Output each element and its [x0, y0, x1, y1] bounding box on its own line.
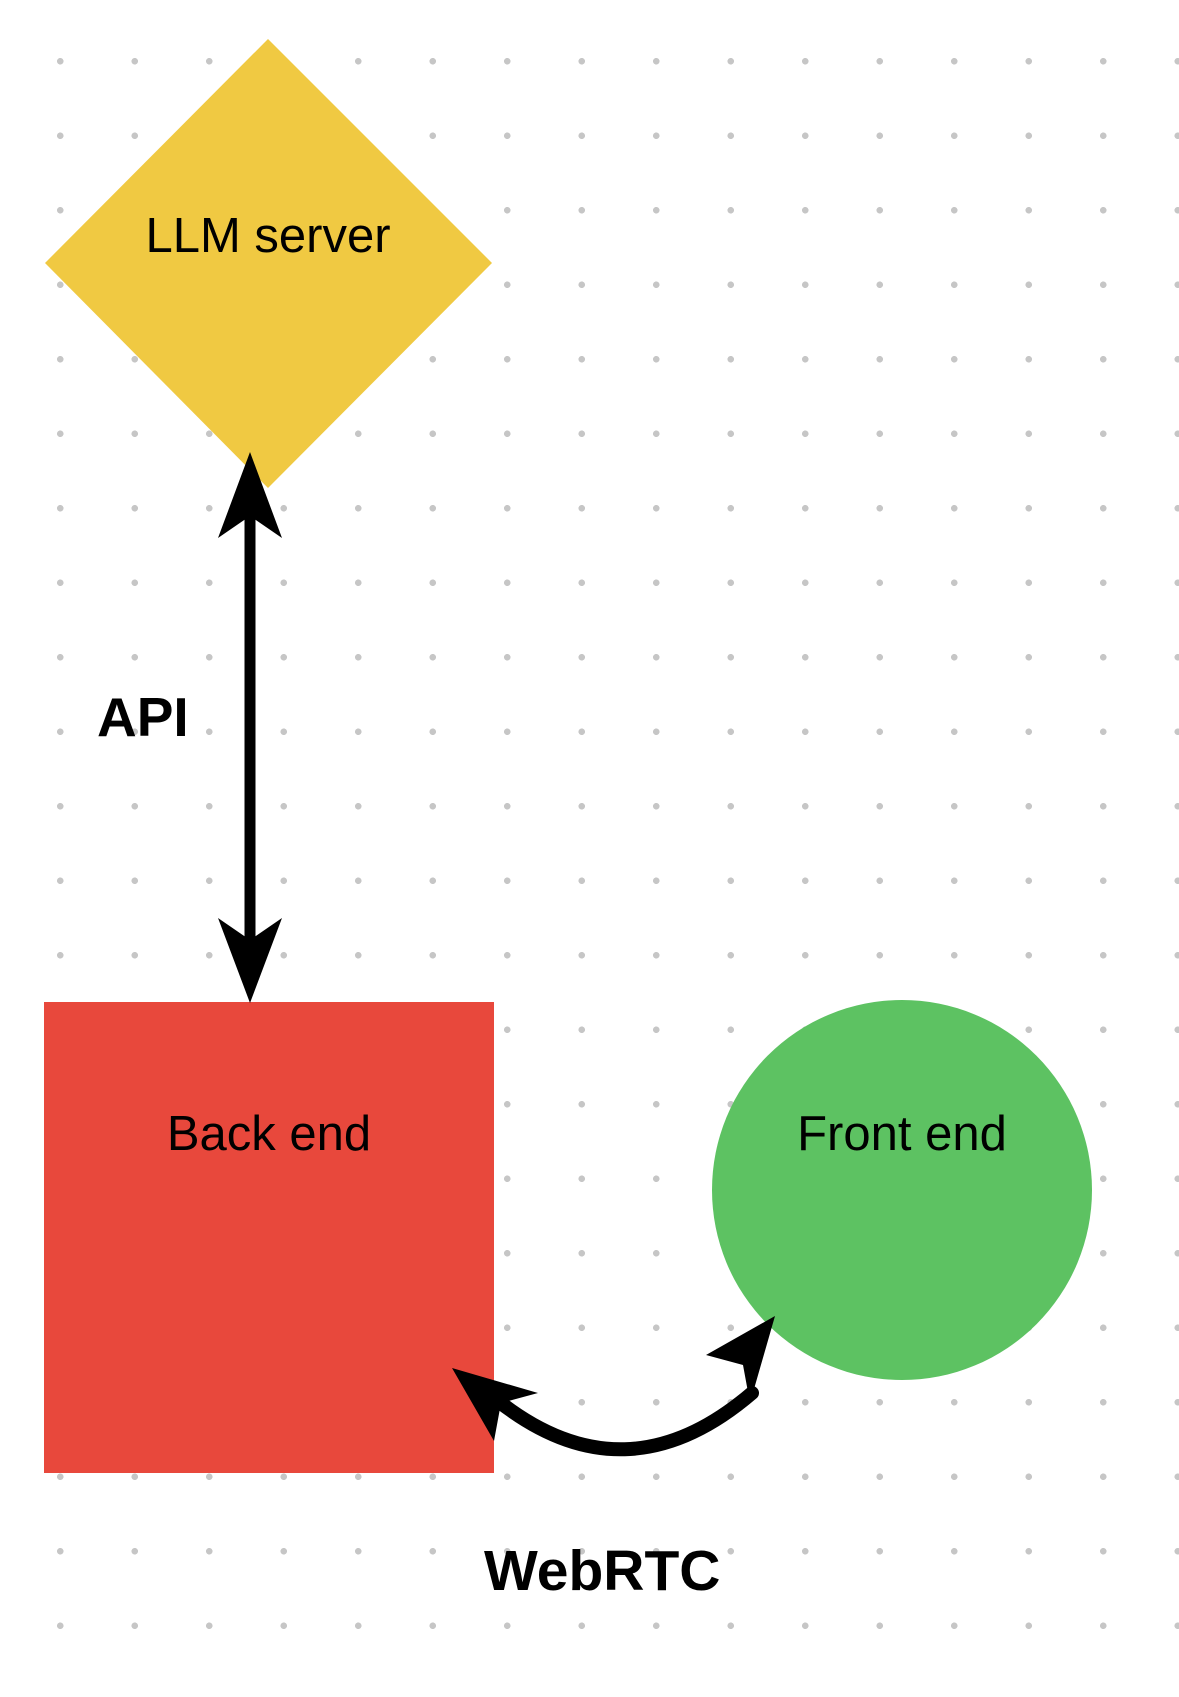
back-end-label: Back end [166, 1107, 372, 1161]
llm-server-label: LLM server [145, 209, 391, 263]
llm-server-diamond-shape[interactable] [45, 39, 492, 488]
front-end-circle-shape[interactable] [712, 1000, 1092, 1380]
webrtc-edge-label: WebRTC [484, 1539, 721, 1603]
api-edge-label: API [97, 686, 189, 748]
back-end-square-shape[interactable] [44, 1002, 494, 1473]
front-end-label: Front end [797, 1107, 1007, 1161]
